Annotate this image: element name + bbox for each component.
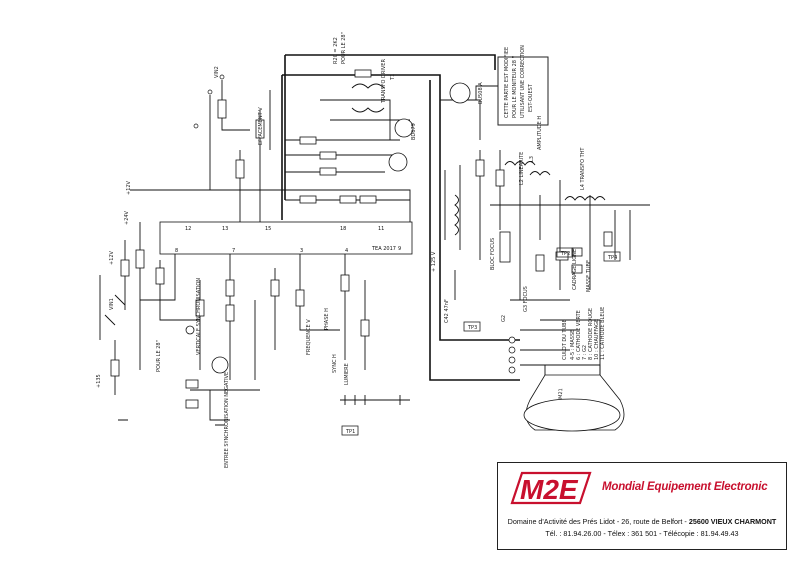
label-plus24: +24V bbox=[124, 210, 130, 225]
label-l3: L3 bbox=[529, 156, 535, 162]
company-address: Domaine d'Activité des Prés Lidot - 26, … bbox=[507, 517, 777, 526]
label-ampli: AMPLITUDE H bbox=[537, 116, 543, 150]
label-culot: CULOT DU TUBE bbox=[562, 319, 568, 360]
label-l2: L2 LINEARITE bbox=[519, 152, 525, 185]
label-effacement: EFFACEMENT V bbox=[258, 107, 264, 145]
svg-text:18: 18 bbox=[340, 226, 346, 232]
svg-text:6 : CATHODE VERTE: 6 : CATHODE VERTE bbox=[576, 310, 582, 360]
label-plus12: +12V bbox=[126, 180, 132, 195]
label-r20: R20 = 2K2 bbox=[333, 37, 339, 64]
upper-left-network bbox=[193, 74, 271, 222]
svg-text:3: 3 bbox=[300, 248, 303, 254]
component-labels: R20 = 2K2 POUR LE 28'' TRANSFO DRIVER T1… bbox=[96, 32, 617, 468]
main-bus-wires bbox=[281, 54, 520, 381]
svg-text:4: 4 bbox=[345, 248, 348, 254]
label-vin1: VIN1 bbox=[109, 298, 115, 310]
svg-text:7: 7 bbox=[232, 248, 235, 254]
svg-text:8 : CATHODE ROUGE: 8 : CATHODE ROUGE bbox=[588, 308, 594, 360]
label-verticale-synchro: VERTICALE SYNCHRONISATION bbox=[196, 278, 202, 355]
svg-text:EST-OUEST: EST-OUEST bbox=[528, 83, 534, 112]
label-bloc-focus: BLOC FOCUS bbox=[490, 238, 496, 270]
label-bu508: BU508 A bbox=[478, 82, 484, 104]
svg-text:12: 12 bbox=[185, 226, 191, 232]
label-g3: G3 FOCUS bbox=[523, 286, 529, 312]
tube-label: M21 bbox=[558, 388, 564, 399]
crt-tube: M21 bbox=[523, 364, 625, 432]
label-t1: T1 bbox=[390, 74, 396, 81]
label-tp4: TP4 bbox=[607, 255, 617, 261]
label-lumiere: LUMIERE bbox=[344, 363, 350, 385]
label-l4: L4 TRANSFO THT bbox=[580, 147, 586, 190]
label-tp3: TP3 bbox=[467, 325, 477, 331]
modification-note: CETTE PARTIE EST MODIFIEE POUR LE MONITE… bbox=[504, 45, 534, 118]
label-pour-28b: POUR LE 28'' bbox=[156, 340, 162, 372]
label-freq-v: FREQUENCE V bbox=[306, 319, 312, 355]
svg-text:10 : CHAUFFAGE: 10 : CHAUFFAGE bbox=[594, 319, 600, 360]
svg-text:8: 8 bbox=[175, 248, 178, 254]
label-tp2: TP2 bbox=[560, 251, 570, 257]
label-plus12-in: +12V bbox=[109, 250, 115, 265]
label-plus125: + 125 V bbox=[431, 251, 437, 272]
label-pour-28: POUR LE 28'' bbox=[341, 32, 347, 64]
title-block: M2E Mondial Equipement Electronic Domain… bbox=[497, 462, 787, 550]
company-name: Mondial Equipement Electronic bbox=[602, 481, 768, 493]
svg-text:7 : G2: 7 : G2 bbox=[582, 345, 588, 360]
svg-text:4-5 : MASSE: 4-5 : MASSE bbox=[570, 330, 576, 360]
driver-section bbox=[285, 69, 414, 204]
m2e-logo: M2E bbox=[510, 471, 592, 505]
label-cadrage: CADRAGE LIGNE bbox=[572, 249, 578, 290]
ic-label: TEA 2017 bbox=[371, 246, 396, 252]
label-masse-tube: MASSE TUBE bbox=[586, 260, 592, 292]
label-phase-h: PHASE H bbox=[324, 308, 330, 330]
left-network bbox=[99, 189, 411, 426]
label-transfo-driver: TRANSFO DRIVER bbox=[381, 59, 387, 104]
label-bd679: BD679 bbox=[411, 123, 417, 140]
svg-text:POUR LE MONITEUR 28 '': POUR LE MONITEUR 28 '' bbox=[512, 56, 518, 118]
svg-text:11: 11 bbox=[378, 226, 384, 232]
label-entree-synchro: ENTREE SYNCHRONISATION NEGATIVE bbox=[224, 372, 230, 468]
label-sync-h: SYNC H bbox=[332, 354, 338, 373]
ic-tea2017: TEA 2017 12 13 15 18 11 8 7 3 4 9 bbox=[159, 221, 413, 255]
company-contacts: Tél. : 81.94.26.00 - Télex : 361 501 - T… bbox=[545, 529, 739, 538]
svg-text:11 : CATHODE BLEUE: 11 : CATHODE BLEUE bbox=[600, 307, 606, 360]
label-vin2: VIN2 bbox=[214, 66, 220, 78]
label-tp1: TP1 bbox=[345, 429, 355, 435]
svg-text:9: 9 bbox=[398, 246, 401, 252]
svg-text:M2E: M2E bbox=[520, 474, 579, 505]
svg-text:15: 15 bbox=[265, 226, 271, 232]
svg-text:CETTE PARTIE EST MODIFIEE: CETTE PARTIE EST MODIFIEE bbox=[504, 47, 510, 118]
svg-text:UTILISANT UNE CORRECTION: UTILISANT UNE CORRECTION bbox=[520, 45, 526, 118]
label-c42: C42 47nF bbox=[444, 299, 450, 323]
label-plus135: +135 bbox=[96, 374, 102, 388]
svg-text:13: 13 bbox=[222, 226, 228, 232]
deflection-section bbox=[444, 82, 650, 380]
label-g2: G2 bbox=[501, 315, 507, 322]
